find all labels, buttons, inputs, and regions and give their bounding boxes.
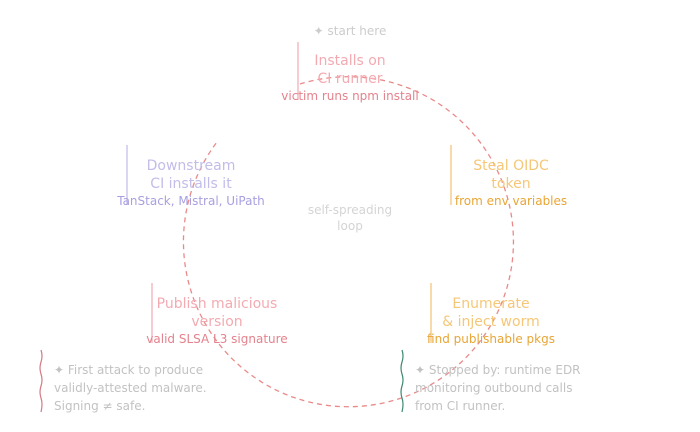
step-publish-title-1: Publish malicious: [156, 296, 278, 312]
step-installs-subtitle: victim runs npm install: [281, 89, 419, 103]
note-first-attack-line-1: ✦ First attack to produce: [54, 363, 204, 377]
note-bar-first-attack: [39, 349, 43, 413]
step-publish-title-2: version: [191, 314, 243, 330]
note-bar-stopped-by: [400, 349, 404, 413]
note-first-attack-line-2: validly-attested malware.: [54, 381, 207, 395]
step-steal-title-2: token: [491, 176, 531, 192]
step-installs-title-1: Installs on: [314, 53, 386, 69]
center-label: self-spreading loop: [308, 202, 392, 234]
step-enumerate: Enumerate & inject worm find publishable…: [427, 295, 555, 347]
step-enumerate-title-2: & inject worm: [442, 314, 540, 330]
step-enumerate-title-1: Enumerate: [452, 296, 530, 312]
step-downstream-subtitle: TanStack, Mistral, UiPath: [117, 194, 265, 208]
note-first-attack: ✦ First attack to produce validly-attest…: [54, 361, 207, 415]
note-stopped-by-line-1: ✦ Stopped by: runtime EDR: [415, 363, 581, 377]
step-downstream-title-1: Downstream: [146, 158, 236, 174]
note-stopped-by: ✦ Stopped by: runtime EDR monitoring out…: [415, 361, 581, 415]
step-publish-subtitle: valid SLSA L3 signature: [146, 332, 288, 346]
step-steal-subtitle: from env variables: [454, 194, 568, 208]
loop-dashed-arc: [182, 76, 515, 408]
step-steal-title-1: Steal OIDC: [473, 158, 549, 174]
center-label-line-2: loop: [337, 219, 363, 233]
step-installs-title-2: CI runner: [317, 71, 383, 87]
step-installs: Installs on CI runner victim runs npm in…: [281, 52, 418, 104]
step-downstream-title-2: CI installs it: [150, 176, 232, 192]
step-enumerate-subtitle: find publishable pkgs: [427, 332, 555, 346]
step-steal: Steal OIDC token from env variables: [455, 157, 567, 209]
note-stopped-by-line-3: from CI runner.: [415, 399, 506, 413]
note-stopped-by-line-2: monitoring outbound calls: [415, 381, 573, 395]
center-label-line-1: self-spreading: [307, 203, 393, 217]
step-downstream: Downstream CI installs it TanStack, Mist…: [117, 157, 265, 209]
step-publish: Publish malicious version valid SLSA L3 …: [146, 295, 287, 347]
start-here-label: ✦ start here: [313, 24, 387, 38]
note-first-attack-line-3: Signing ≠ safe.: [54, 399, 146, 413]
